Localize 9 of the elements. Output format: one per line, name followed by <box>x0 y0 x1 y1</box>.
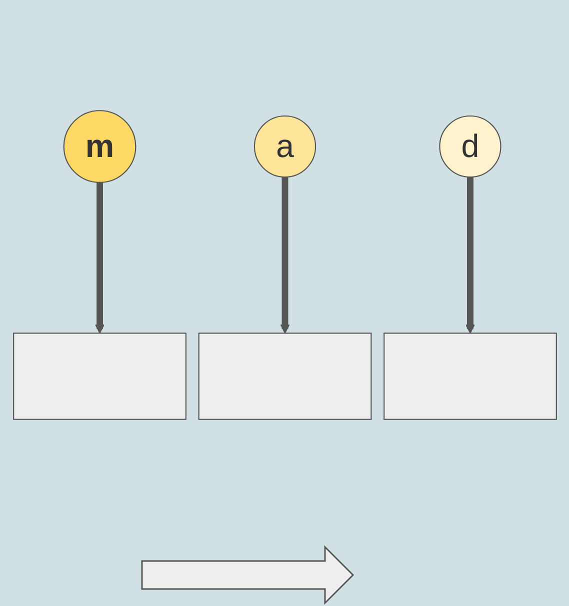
arrow <box>280 177 290 334</box>
arrow <box>94 182 104 334</box>
node-box <box>12 332 186 420</box>
node-circle: a <box>253 115 316 178</box>
node-box <box>198 332 372 420</box>
arrow <box>465 177 474 334</box>
node-circle: d <box>438 115 501 178</box>
node-box <box>383 332 556 420</box>
node-circle: m <box>62 110 136 183</box>
